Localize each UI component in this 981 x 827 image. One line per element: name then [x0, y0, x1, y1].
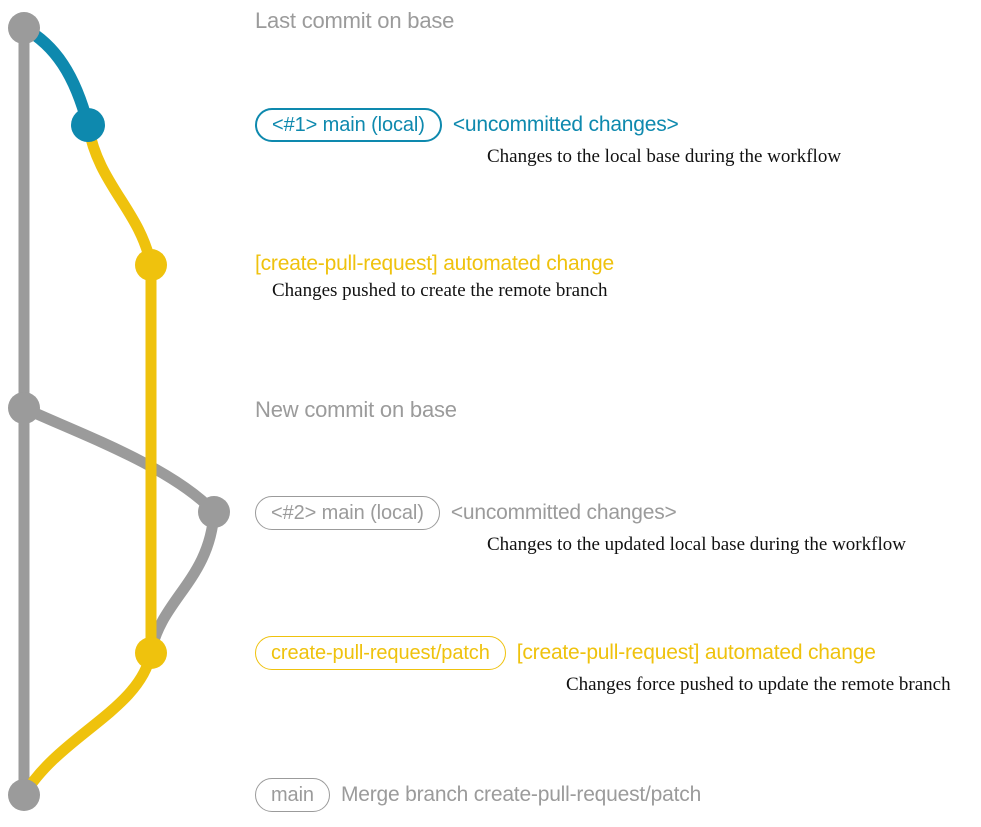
commit-node-automated-change-1[interactable]: [135, 249, 167, 281]
branch-pill-create-pull-request-patch[interactable]: create-pull-request/patch: [255, 636, 506, 670]
commit-headline-local-main-2: <uncommitted changes>: [450, 501, 677, 524]
branch-pill-main[interactable]: main: [255, 778, 330, 812]
row-automated-change-2: create-pull-request/patch [create-pull-r…: [255, 636, 981, 696]
row-head-merge-commit: main Merge branch create-pull-request/pa…: [255, 778, 981, 812]
commit-node-automated-change-2[interactable]: [135, 637, 167, 669]
row-automated-change-1: [create-pull-request] automated change C…: [255, 252, 981, 302]
commit-headline-local-main-1: <uncommitted changes>: [452, 113, 679, 136]
commit-node-local-main-2[interactable]: [198, 496, 230, 528]
row-head-local-main-1: <#1> main (local) <uncommitted changes>: [255, 108, 981, 142]
commit-headline-automated-change-1: [create-pull-request] automated change: [255, 252, 614, 275]
local1-to-automated1-line: [82, 119, 157, 271]
commit-node-merge-commit[interactable]: [8, 779, 40, 811]
row-merge-commit: main Merge branch create-pull-request/pa…: [255, 778, 981, 812]
commit-caption-local-main-2: Changes to the updated local base during…: [487, 534, 906, 555]
commit-caption-local-main-1: Changes to the local base during the wor…: [487, 146, 842, 167]
commit-caption-automated-change-2: Changes force pushed to update the remot…: [566, 674, 951, 695]
row-head-automated-change-1: [create-pull-request] automated change: [255, 252, 981, 276]
commit-caption-automated-change-1: Changes pushed to create the remote bran…: [272, 280, 608, 301]
branch-pill-local-main-1[interactable]: <#1> main (local): [255, 108, 442, 142]
row-head-automated-change-2: create-pull-request/patch [create-pull-r…: [255, 636, 981, 670]
row-local-main-1: <#1> main (local) <uncommitted changes> …: [255, 108, 981, 168]
patch-to-merge-line: [18, 647, 157, 801]
commit-node-last-commit-on-base[interactable]: [8, 12, 40, 44]
branch-pill-local-main-2[interactable]: <#2> main (local): [255, 496, 440, 530]
section-title-new-commit-on-base: New commit on base: [255, 397, 457, 422]
section-title-last-commit-on-base: Last commit on base: [255, 8, 455, 33]
row-head-local-main-2: <#2> main (local) <uncommitted changes>: [255, 496, 981, 530]
row-last-commit-on-base: Last commit on base: [255, 8, 981, 34]
base-to-local2-line: [18, 402, 220, 518]
commit-node-local-main-1[interactable]: [71, 108, 105, 142]
commit-node-new-commit-on-base[interactable]: [8, 392, 40, 424]
row-local-main-2: <#2> main (local) <uncommitted changes> …: [255, 496, 981, 556]
commit-headline-merge-commit: Merge branch create-pull-request/patch: [340, 783, 702, 806]
row-new-commit-on-base: New commit on base: [255, 397, 981, 423]
commit-headline-automated-change-2: [create-pull-request] automated change: [516, 641, 876, 664]
